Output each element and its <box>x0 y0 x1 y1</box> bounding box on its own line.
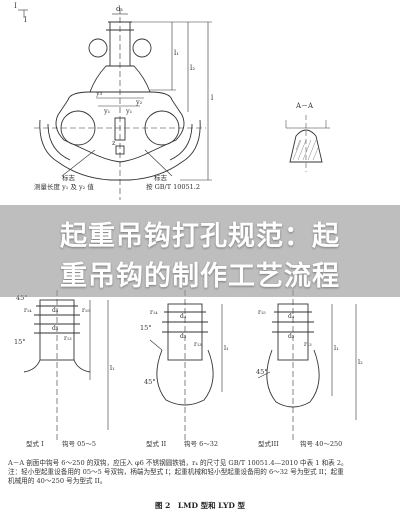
label-type-1-range: 钩号 05～5 <box>62 439 96 448</box>
label-angle-15-b: 15° <box>140 324 152 332</box>
label-l1: l₁ <box>174 49 179 57</box>
label-type-3: 型式III <box>258 439 279 448</box>
label-d3-c: d₃ <box>288 333 295 340</box>
label-d4: d₄ <box>52 307 59 314</box>
label-measure-note: 测量长度 y₁ 及 y₂ 值 <box>34 182 94 191</box>
label-d4-b: d₄ <box>180 313 187 320</box>
note-line-2: 注：轻小型起重设备用的 05～5 号双钩，柄端为型式 I；起重机械和轻小型起重设… <box>8 468 344 476</box>
title-banner <box>0 205 400 297</box>
label-type-2: 型式 II <box>146 439 167 448</box>
label-type-2-range: 钩号 6～32 <box>184 439 218 448</box>
label-r13-c: r₁₃ <box>304 341 312 348</box>
shank-type-1 <box>23 290 109 440</box>
label-d1: d₁ <box>116 5 123 13</box>
label-d3-b: d₃ <box>180 333 187 340</box>
label-type-3-range: 钩号 40～250 <box>300 439 342 448</box>
label-l1-c: l₁ <box>334 344 339 352</box>
label-l1-a: l₁ <box>110 364 115 372</box>
label-section-a-a: A－A <box>295 102 314 110</box>
shank-type-3 <box>257 290 357 440</box>
label-r15-b: r₁₅ <box>258 309 266 316</box>
label-roman-i: I <box>14 2 17 10</box>
label-r13: r₁₃ <box>64 335 72 342</box>
label-r13-b: r₁₃ <box>194 341 202 348</box>
label-y2: y₂ <box>135 98 143 106</box>
label-angle-15: 15° <box>14 338 26 346</box>
label-d4-c: d₄ <box>288 313 295 320</box>
label-y3: y₃ <box>95 89 103 97</box>
label-l: l <box>211 94 214 102</box>
label-d3: d₃ <box>52 325 59 332</box>
label-angle-45-c: 45° <box>256 368 268 376</box>
label-angle-45: 45° <box>16 294 28 302</box>
label-y1-b: y₁ <box>125 107 133 115</box>
label-z: z <box>112 139 116 147</box>
double-hook-drawing <box>18 8 212 200</box>
label-i: I <box>24 16 27 24</box>
label-angle-45-b: 45° <box>144 378 156 386</box>
note-line-3: 机械用的 40～250 号为型式 II。 <box>8 477 107 485</box>
banner-title-line-1: 起重吊钩打孔规范：起 <box>60 221 340 252</box>
label-l2: l₂ <box>190 64 195 72</box>
label-l2: l₂ <box>358 358 363 366</box>
label-standard-note: 按 GB/T 10051.2 <box>146 182 200 191</box>
label-y1: y₁ <box>103 107 111 115</box>
label-r14-b: r₁₄ <box>150 309 158 316</box>
label-type-1: 型式 I <box>26 439 44 448</box>
label-r14: r₁₄ <box>24 307 32 314</box>
label-r15: r₁₅ <box>82 307 90 314</box>
figure-caption: 图 2 LMD 型和 LYD 型 <box>155 501 245 510</box>
banner-title-line-2: 重吊钩的制作工艺流程 <box>60 261 340 292</box>
note-line-1: A－A 剖面中钩号 6～250 的双钩，应压入 φ6 不锈钢圆铁销，r₄ 的尺寸… <box>8 459 348 467</box>
section-a-a <box>285 115 330 172</box>
shank-type-2 <box>149 290 223 440</box>
label-marker-right: 标志 <box>154 173 168 182</box>
label-l1-b: l₁ <box>224 344 229 352</box>
label-marker-left: 标志 <box>62 173 76 182</box>
